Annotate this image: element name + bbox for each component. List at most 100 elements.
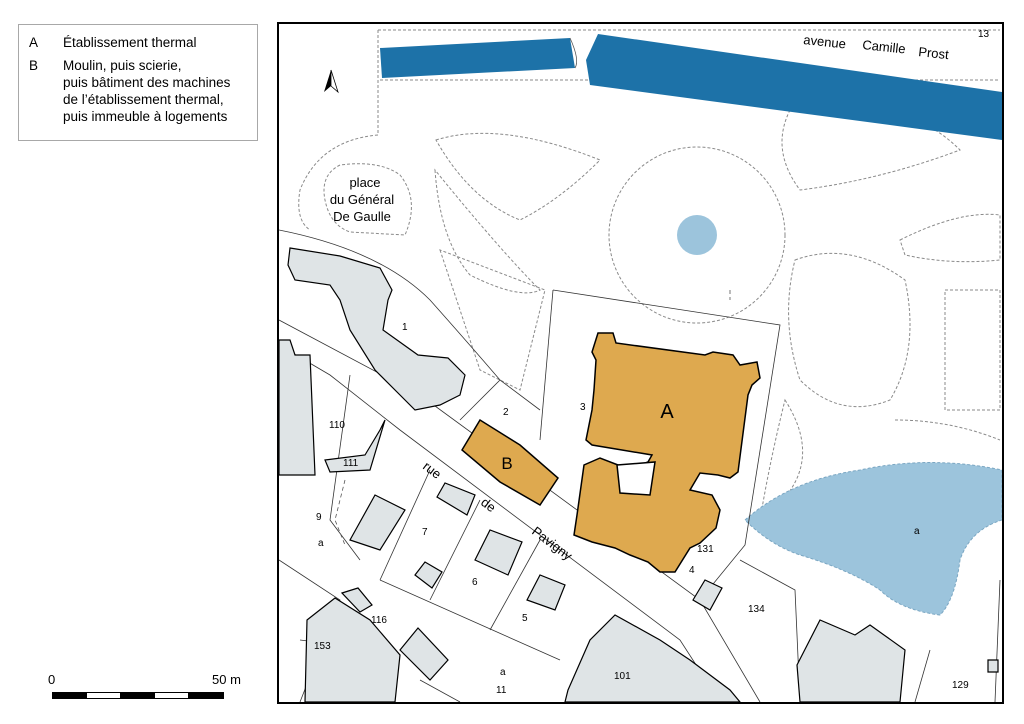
building-9 (349, 494, 406, 551)
parcel-label: a (914, 526, 920, 537)
parcel-label: 9 (316, 512, 322, 523)
parcel-label: 131 (697, 544, 714, 555)
parcel-5-boundary (489, 539, 541, 631)
building-5 (526, 574, 566, 611)
place-name-line-3: De Gaulle (333, 209, 391, 224)
parcel-110-boundary (329, 374, 361, 561)
parcel-label: 3 (580, 402, 586, 413)
building-b (461, 418, 559, 507)
north-arrow-left (324, 70, 331, 92)
park-bed-2 (434, 168, 541, 294)
road-edge-south (279, 344, 721, 702)
parcel-label: a (500, 667, 506, 678)
parcel-label: 111 (343, 458, 359, 469)
scale-segment-1 (52, 692, 87, 699)
parcel-lines (279, 229, 1001, 702)
street-avenue-word-2: Camille (862, 37, 907, 56)
parcel-label: 4 (689, 565, 695, 576)
parcel-label: 13 (978, 29, 990, 40)
parcel-label: 1 (402, 322, 408, 333)
scale-bar: 0 50 m (40, 672, 250, 712)
legend-text-b-line-3: de l’établissement thermal, (63, 92, 224, 107)
building-6 (474, 529, 523, 576)
parcel-3-boundary (552, 289, 781, 601)
road-edge-north (279, 319, 761, 702)
dashed-line-9 (334, 479, 346, 546)
north-arrow-right (330, 69, 339, 94)
parcel-label: 110 (329, 420, 345, 431)
parcel-label: 2 (503, 407, 509, 418)
parcel-label: 11 (496, 685, 507, 696)
park-paths (298, 29, 1001, 522)
parcel-2-boundary (459, 379, 501, 421)
parcel-1-boundary (279, 229, 541, 411)
place-name-line-2: du Général (330, 192, 394, 207)
building-7b (414, 561, 443, 589)
building-134-south (796, 619, 906, 702)
parcel-label: 134 (748, 604, 765, 615)
scale-start-label: 0 (48, 672, 56, 687)
scale-end-label: 50 m (212, 672, 241, 687)
street-avenue-word-1: avenue (803, 32, 847, 51)
legend-text-b-line-2: puis bâtiment des machines (63, 75, 231, 90)
building-129-small (987, 659, 999, 673)
building-153 (304, 597, 401, 702)
legend-key-b: B (29, 58, 39, 73)
parcel-7-boundary (379, 469, 431, 581)
legend-key-a: A (29, 35, 39, 50)
scale-segment-5 (188, 692, 224, 699)
scale-segment-2 (86, 692, 121, 699)
building-b-label: B (501, 454, 512, 473)
roundabout-outer (608, 146, 786, 324)
parcel-east-line (994, 579, 1001, 702)
cadastral-map: avenue Camille Prost rue de Pavigny plac… (277, 22, 1004, 704)
building-116a (340, 587, 373, 613)
parcel-3-west (539, 289, 554, 441)
building-111 (324, 419, 386, 473)
park-path-east (894, 419, 1001, 441)
park-path-west (298, 30, 379, 231)
park-bed-7 (944, 289, 1001, 411)
building-116b (399, 627, 449, 681)
parcel-label: a (318, 538, 324, 549)
parcel-134-boundary (739, 559, 801, 702)
building-1 (287, 247, 466, 411)
park-bed-1 (435, 132, 601, 221)
scale-segment-3 (120, 692, 155, 699)
north-arrow-icon (324, 69, 339, 94)
lake (744, 462, 1002, 616)
building-a (573, 332, 761, 573)
park-bed-6 (788, 252, 911, 408)
legend: A Établissement thermal B Moulin, puis s… (18, 24, 258, 141)
parcel-129-boundary (914, 649, 931, 702)
buildings (279, 247, 999, 702)
park-bed-3 (439, 249, 546, 391)
parcel-label: 153 (314, 641, 331, 652)
street-rue-word-2: de (478, 494, 499, 515)
parcel-label: 101 (614, 671, 631, 682)
parcel-label: 129 (952, 680, 969, 691)
place-outline (323, 163, 412, 236)
street-rue-word-1: rue (420, 458, 444, 481)
street-rue-word-3: Pavigny (529, 523, 575, 563)
park-bed-5 (899, 213, 1001, 263)
map-svg: avenue Camille Prost rue de Pavigny plac… (279, 29, 1002, 702)
building-7a (436, 482, 476, 516)
building-110-west (279, 339, 316, 476)
park-bed-8 (759, 398, 804, 522)
highlighted-buildings (461, 332, 761, 573)
dashed-outlines (334, 290, 731, 546)
river-segment-west (380, 38, 575, 78)
river-segment-east (586, 34, 1002, 140)
parcel-6-boundary (429, 499, 481, 601)
building-101 (564, 614, 741, 702)
parcel-label: 5 (522, 613, 528, 624)
legend-text-b-line-1: Moulin, puis scierie, (63, 58, 182, 73)
parcel-label: 6 (472, 577, 478, 588)
legend-text-a: Établissement thermal (63, 35, 197, 50)
legend-text-b-line-4: puis immeuble à logements (63, 109, 228, 124)
parcel-label: 7 (422, 527, 428, 538)
parcel-south-line (379, 579, 561, 661)
parcel-11-line (419, 679, 461, 702)
place-name-line-1: place (349, 175, 380, 190)
